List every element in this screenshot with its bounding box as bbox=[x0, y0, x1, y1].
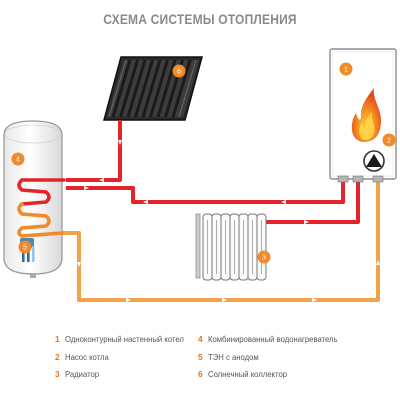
legend-item: 4 Комбинированный водонагреватель bbox=[198, 334, 349, 352]
legend-number: 3 bbox=[55, 369, 60, 379]
legend-number: 4 bbox=[198, 334, 203, 344]
flame-icon bbox=[351, 88, 382, 142]
pump-icon bbox=[363, 150, 385, 172]
legend-number: 5 bbox=[198, 351, 203, 362]
legend-item: 6 Солнечный коллектор bbox=[198, 369, 349, 387]
legend-left-column: 1 Одноконтурный настенный котел 2 Насос ко… bbox=[55, 334, 194, 387]
solar-collector bbox=[103, 56, 203, 121]
legend-item: 5 ТЭН с анодом bbox=[198, 352, 349, 370]
legend-number: 1 bbox=[55, 334, 60, 344]
legend-number: 6 bbox=[198, 369, 203, 379]
legend-text: Комбинированный водонагреватель bbox=[208, 334, 338, 344]
diagram-title: СХЕМА СИСТЕМЫ ОТОПЛЕНИЯ bbox=[103, 11, 297, 27]
svg-text:2: 2 bbox=[387, 138, 391, 145]
marker-boiler: 1 bbox=[339, 62, 353, 76]
svg-text:5: 5 bbox=[23, 245, 27, 252]
legend-item: 2 Насос котла bbox=[55, 352, 194, 370]
legend-text: Одноконтурный настенный котел bbox=[65, 334, 184, 344]
marker-heating-element: 5 bbox=[18, 240, 32, 254]
legend-text: Радиатор bbox=[65, 369, 100, 379]
marker-solar-collector: 6 bbox=[172, 64, 186, 78]
marker-pump: 2 bbox=[382, 133, 396, 147]
supply-pipes bbox=[66, 120, 360, 224]
svg-text:4: 4 bbox=[16, 157, 20, 164]
flow-arrows bbox=[77, 140, 380, 302]
legend-item: 1 Одноконтурный настенный котел bbox=[55, 334, 194, 352]
radiator bbox=[195, 213, 267, 281]
legend-text: Солнечный коллектор bbox=[208, 369, 288, 379]
heat-exchanger-coil bbox=[17, 178, 66, 238]
svg-text:6: 6 bbox=[177, 69, 181, 76]
wall-boiler bbox=[329, 48, 397, 183]
legend-text: Насос котла bbox=[65, 351, 109, 362]
marker-water-heater: 4 bbox=[11, 152, 25, 166]
legend-number: 2 bbox=[55, 351, 60, 362]
legend-item: 3 Радиатор bbox=[55, 369, 194, 387]
marker-radiator: 3 bbox=[257, 250, 271, 264]
legend-text: ТЭН с анодом bbox=[208, 351, 259, 362]
svg-text:3: 3 bbox=[262, 255, 266, 262]
svg-text:1: 1 bbox=[344, 67, 348, 74]
legend-right-column: 4 Комбинированный водонагреватель 5 ТЭН с … bbox=[198, 334, 349, 387]
